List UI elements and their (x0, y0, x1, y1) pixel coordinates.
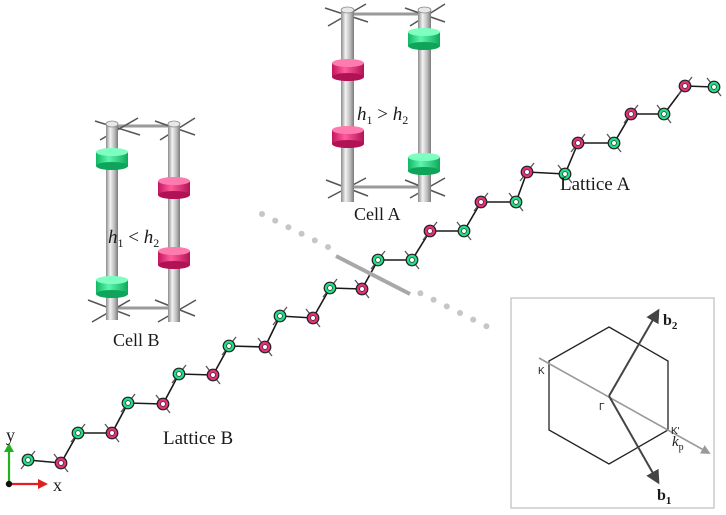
site-core (160, 401, 166, 407)
site-core (478, 199, 484, 205)
wall-dot (285, 224, 292, 231)
site-core (682, 83, 688, 89)
cell-a-ring-pink-top (332, 59, 364, 81)
cell-a-rod-left (341, 10, 354, 202)
cell-b-rod-left (106, 124, 118, 320)
wall-dot (457, 310, 463, 316)
site-core (524, 169, 530, 175)
site-core (25, 457, 31, 463)
y-axis-label: y (6, 425, 15, 445)
wall-dot (298, 230, 305, 237)
wall-dot (430, 296, 437, 303)
k-prime-point-label: K' (671, 426, 680, 437)
site-core (427, 228, 433, 234)
site-core (375, 257, 381, 263)
b2-vector (608, 308, 660, 397)
lattice-b-label: Lattice B (163, 428, 233, 449)
domain-wall-dotted-line (259, 211, 490, 330)
site-core (125, 400, 131, 406)
kp-direction-line (538, 357, 711, 454)
site-core (109, 430, 115, 436)
site-core (628, 111, 634, 117)
site-core (262, 344, 268, 350)
site-core (277, 313, 283, 319)
wall-dot (417, 290, 424, 297)
cell-b-rod-right (168, 124, 180, 322)
site-core (562, 171, 568, 177)
cell-b-condition: h1 < h2 (108, 227, 159, 250)
domain-wall (259, 211, 490, 330)
site-core (210, 372, 216, 378)
site-core (661, 111, 667, 117)
wall-dot (443, 303, 450, 310)
lattice-chain-sites (21, 79, 721, 470)
site-core (513, 199, 519, 205)
wall-dot (470, 316, 477, 323)
wall-dot (483, 323, 490, 330)
site-core (409, 257, 415, 263)
wall-dot (311, 237, 318, 244)
coordinate-axes: y x (4, 425, 62, 495)
site-core (711, 84, 717, 90)
site-core (310, 315, 316, 321)
cell-a-ring-green-bottom (408, 153, 440, 175)
b2-label: b2 (663, 312, 678, 332)
cell-b-ring-pink-bottom (158, 247, 190, 269)
b1-label: b1 (657, 487, 671, 507)
site-core (611, 140, 617, 146)
cell-a-ring-green-top (408, 28, 440, 50)
wall-dot (272, 217, 279, 224)
lattice-a-label: Lattice A (560, 174, 630, 195)
wall-dot (325, 244, 331, 250)
site-core (226, 343, 232, 349)
kp-label: kp (672, 434, 684, 453)
b1-vector (608, 395, 660, 485)
site-core (461, 228, 467, 234)
cell-b-ring-green-bottom (96, 276, 128, 298)
brillouin-zone-inset: Γ K K' b2 b1 kp (510, 297, 715, 509)
cell-a-condition: h1 > h2 (357, 104, 408, 127)
cell-b-ring-pink-top (158, 177, 190, 199)
hexagon (548, 326, 669, 465)
x-axis-label: x (53, 475, 62, 495)
site-core (75, 430, 81, 436)
cell-b-ring-green-top (96, 148, 128, 170)
gamma-point-label: Γ (599, 402, 605, 413)
k-point-label: K (538, 366, 545, 377)
domain-wall-bar (335, 254, 411, 296)
site-core (327, 285, 333, 291)
site-core (176, 371, 182, 377)
cell-a-label: Cell A (354, 204, 401, 224)
cell-a-model (324, 3, 446, 202)
site-core (575, 140, 581, 146)
origin-dot (5, 480, 13, 488)
cell-b-label: Cell B (113, 330, 160, 350)
site-core (359, 286, 365, 292)
site-core (58, 460, 64, 466)
wall-dot (259, 211, 265, 217)
cell-a-ring-pink-bottom (332, 126, 364, 148)
cell-b-model (87, 117, 197, 323)
